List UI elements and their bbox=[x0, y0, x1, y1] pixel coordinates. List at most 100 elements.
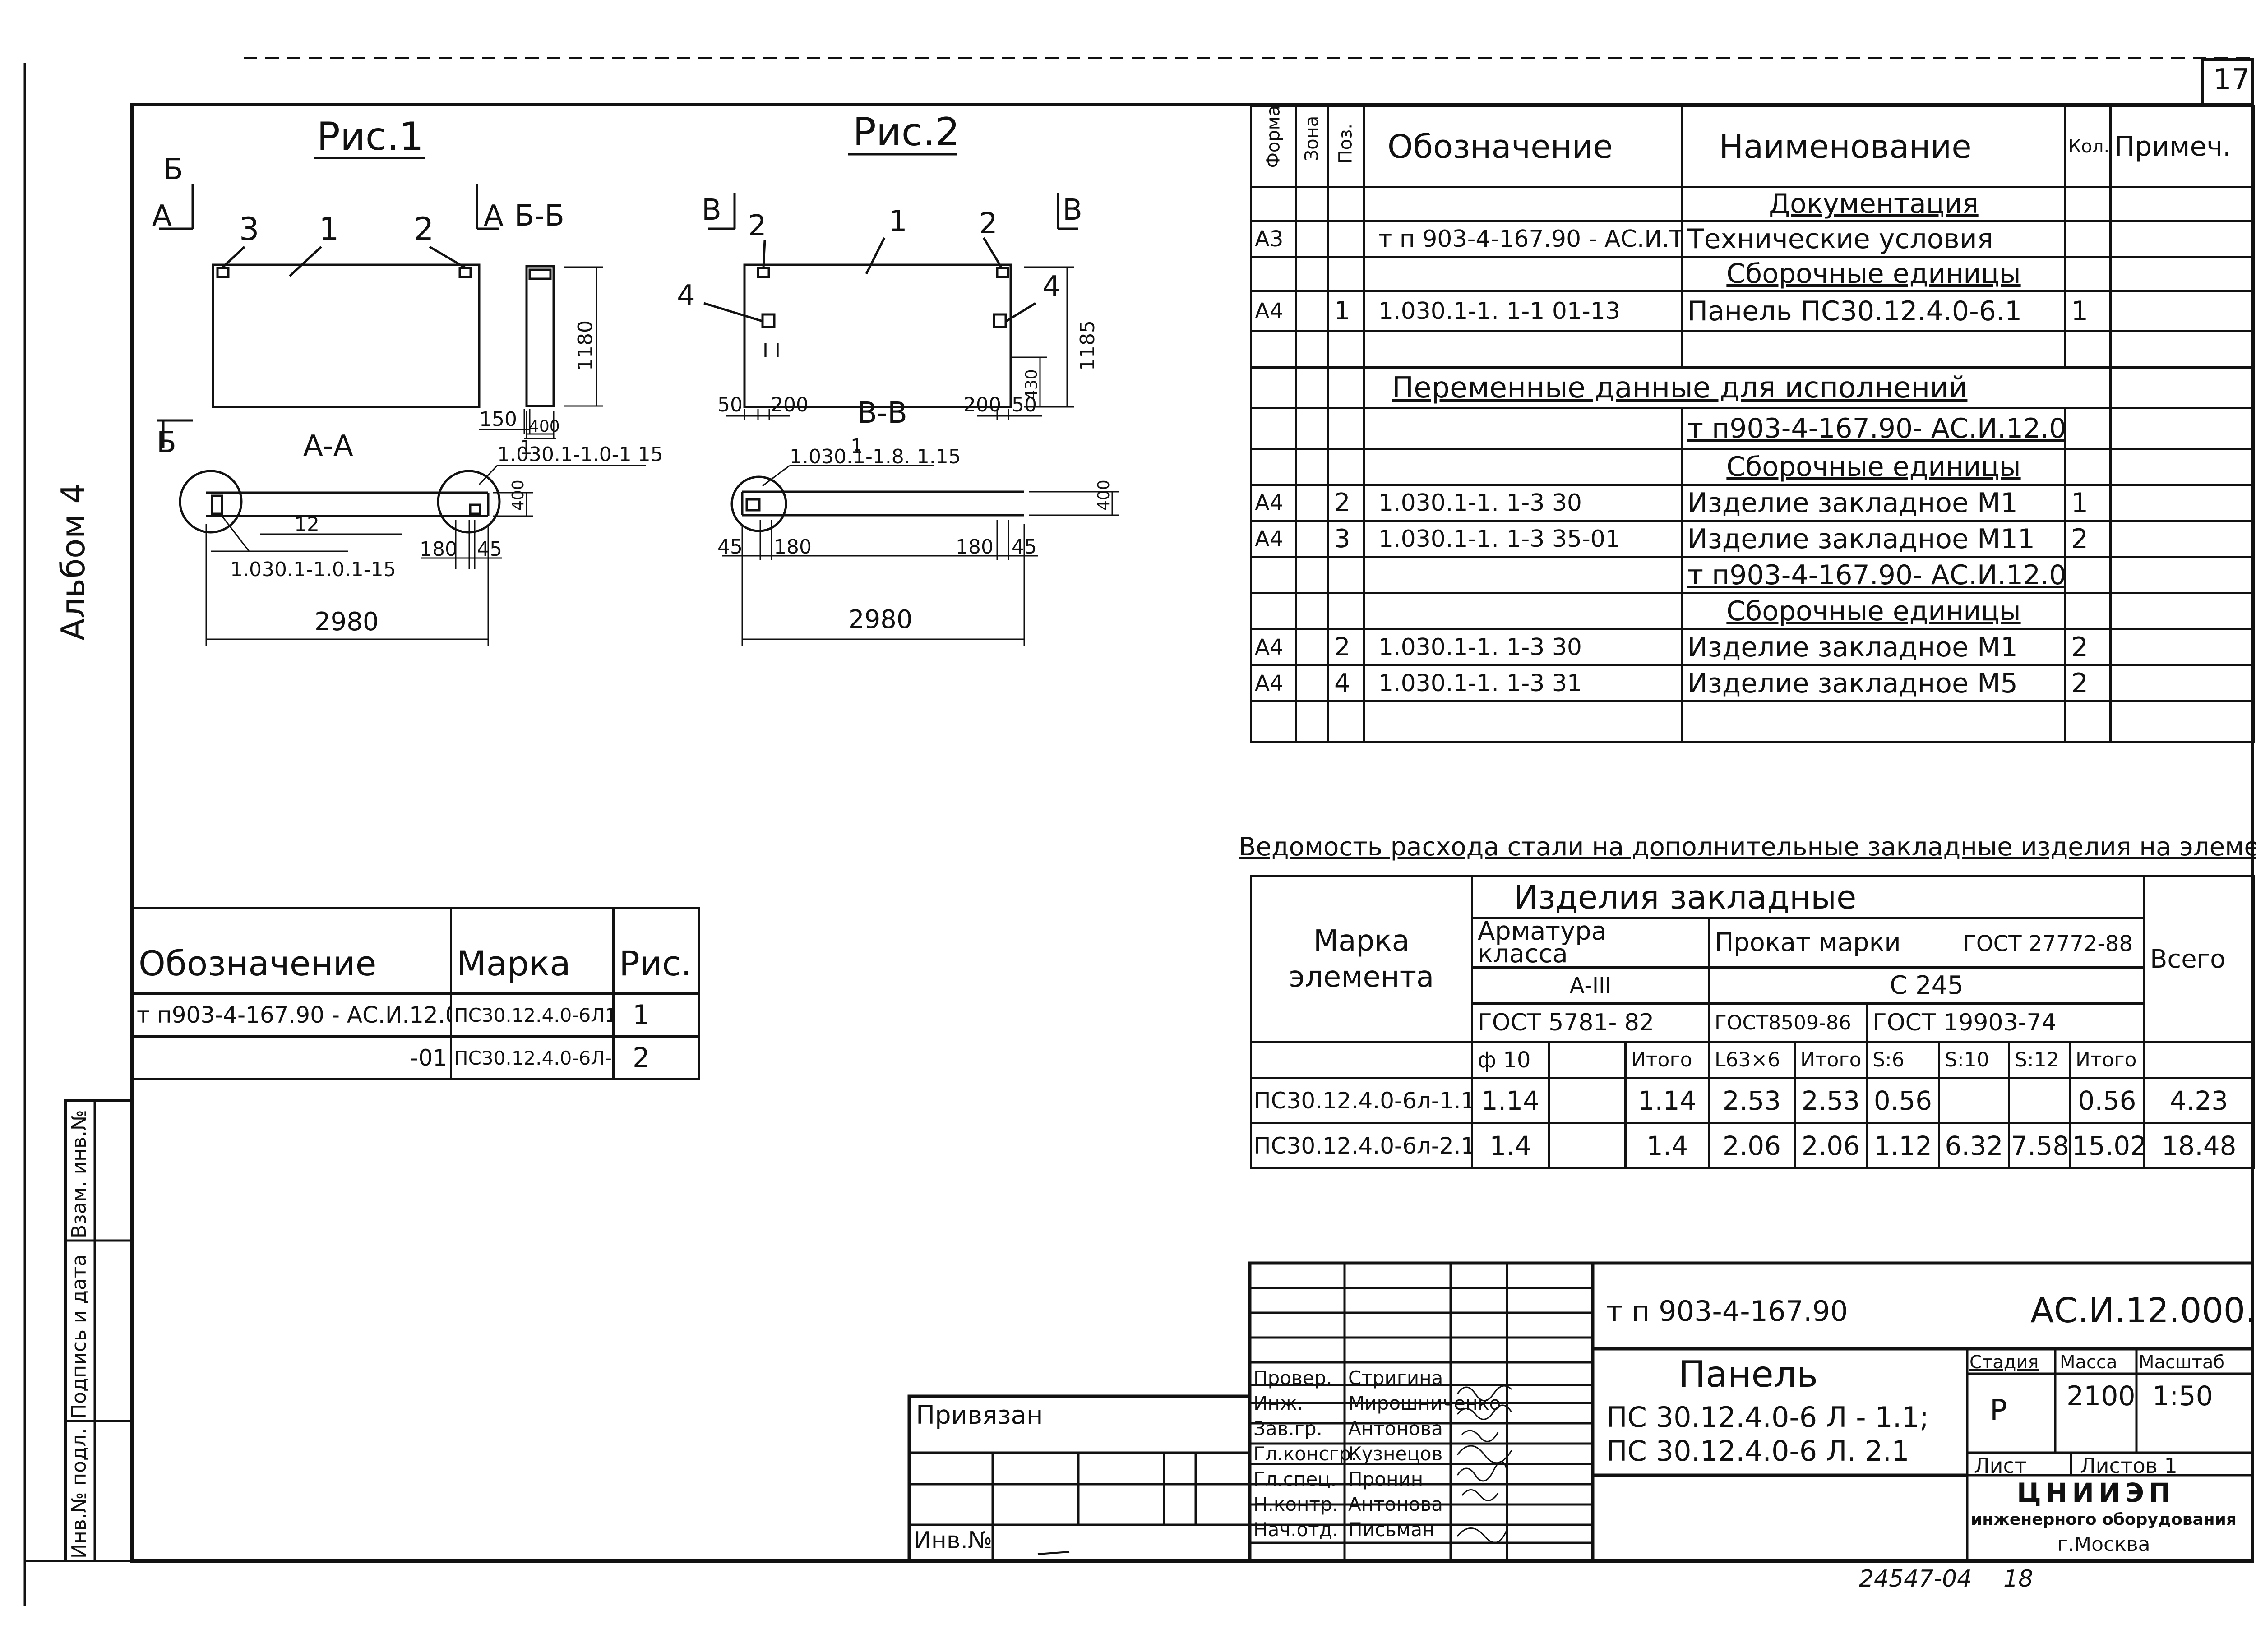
spec-header-designation: Обозначение bbox=[1363, 105, 1683, 188]
spec-cell-pos bbox=[1327, 700, 1365, 743]
steel-sub-s12: S:12 bbox=[2008, 1041, 2071, 1079]
spec-table: Формат Зона Поз. Обозначение Наименовани… bbox=[1250, 105, 2255, 743]
fig2-mark-ii: I I bbox=[763, 339, 781, 362]
title-bound: Привязан bbox=[916, 1401, 1043, 1430]
steel-cell-value: 18.48 bbox=[2143, 1122, 2255, 1169]
fig1-dim-400v: 400 bbox=[509, 480, 527, 511]
spec-cell-designation bbox=[1363, 700, 1683, 743]
spec-cell-qty bbox=[2064, 220, 2112, 258]
spec-cell-note bbox=[2109, 556, 2255, 594]
steel-cell-value: 1.4 bbox=[1624, 1122, 1710, 1169]
title-org3: г.Москва bbox=[2057, 1533, 2150, 1556]
spec-cell-pos bbox=[1327, 256, 1365, 292]
spec-cell-name: Изделие закладное М1 bbox=[1681, 628, 2066, 666]
spec-cell-zone bbox=[1295, 366, 1329, 409]
steel-title: Ведомость расхода стали на дополнительны… bbox=[1239, 832, 2256, 862]
steel-sub-total2: Итого bbox=[1794, 1041, 1868, 1079]
spec-cell-name bbox=[1681, 330, 2066, 369]
steel-cell-value: 4.23 bbox=[2143, 1077, 2255, 1124]
spec-cell-qty bbox=[2064, 407, 2112, 450]
fig1-section-a-left: А bbox=[152, 199, 172, 233]
mark-header-mark: Марка bbox=[450, 907, 615, 995]
title-stage: Р bbox=[1990, 1394, 2007, 1427]
steel-cell-value: 2.53 bbox=[1708, 1077, 1796, 1124]
staff-role: Нач.отд. bbox=[1253, 1518, 1339, 1541]
footer-code: 24547-04 bbox=[1859, 1565, 1972, 1592]
title-sheet-label: Лист bbox=[1974, 1454, 2027, 1478]
mark-row: т п903-4-167.90 - АС.И.12.000ПС30.12.4.0… bbox=[132, 992, 700, 1038]
fig2-dim-45a: 45 bbox=[717, 535, 743, 558]
spec-row bbox=[1250, 330, 2255, 369]
spec-cell-qty bbox=[2064, 330, 2112, 369]
fig1-dim-1180: 1180 bbox=[574, 320, 597, 371]
title-org2: инженерного оборудования bbox=[1971, 1510, 2237, 1529]
staff-name: Антонова bbox=[1348, 1417, 1443, 1440]
spec-cell-qty bbox=[2064, 256, 2112, 292]
spec-cell-format bbox=[1250, 186, 1297, 222]
spec-cell-designation bbox=[1363, 592, 1683, 630]
mark-cell-mark: ПС30.12.4.0-6Л-2.1 bbox=[450, 1035, 615, 1080]
steel-cell-value: 0.56 bbox=[1866, 1077, 1940, 1124]
spec-cell-name: Сборочные единицы bbox=[1681, 448, 2066, 486]
staff-name: Антонова bbox=[1348, 1493, 1443, 1515]
spec-cell-format bbox=[1250, 592, 1297, 630]
staff-name: Стригина bbox=[1348, 1367, 1443, 1389]
steel-sub-s6: S:6 bbox=[1866, 1041, 1940, 1079]
figure-2: Рис.2 2 1 2 4 4 В В I I 1185 430 50 200 … bbox=[677, 110, 1119, 646]
spec-cell-pos: 4 bbox=[1327, 664, 1365, 702]
fig2-callout-2a: 2 bbox=[748, 209, 767, 243]
staff-name: Письман bbox=[1348, 1518, 1435, 1541]
fig2-section-vv-title: В-В bbox=[857, 397, 907, 430]
spec-cell-format bbox=[1250, 700, 1297, 743]
title-mass-label: Масса bbox=[2060, 1352, 2117, 1373]
spec-row: Сборочные единицы bbox=[1250, 592, 2255, 630]
fig1-aa-ref-right: 1.030.1-1.0-1 15 bbox=[497, 443, 663, 466]
spec-cell-pos bbox=[1327, 366, 1365, 409]
mark-header-designation: Обозначение bbox=[132, 907, 452, 995]
spec-cell-note bbox=[2109, 330, 2255, 369]
steel-sub-f10: ф 10 bbox=[1471, 1041, 1550, 1079]
title-org1: ЦНИИЭП bbox=[2017, 1477, 2175, 1508]
spec-cell-format: А4 bbox=[1250, 290, 1297, 332]
steel-header-c245: С 245 bbox=[1708, 966, 2145, 1005]
spec-cell-name: Изделие закладное М5 bbox=[1681, 664, 2066, 702]
steel-table: Марка элемента Изделия закладные Всего А… bbox=[1250, 875, 2255, 1169]
spec-cell-designation: 1.030.1-1. 1-3 35-01 bbox=[1363, 520, 1683, 558]
spec-cell-note bbox=[2109, 520, 2255, 558]
steel-header-items: Изделия закладные bbox=[1471, 875, 2145, 919]
title-name-heading: Панель bbox=[1678, 1353, 1818, 1395]
title-project: т п 903-4-167.90 bbox=[1606, 1295, 1848, 1328]
title-inv: Инв.№ bbox=[914, 1527, 993, 1554]
fig1-dim-150: 150 bbox=[479, 408, 517, 431]
spec-cell-qty: 1 bbox=[2064, 290, 2112, 332]
spec-cell-format bbox=[1250, 448, 1297, 486]
spec-cell-pos bbox=[1327, 556, 1365, 594]
mark-cell-fig: 2 bbox=[612, 1035, 700, 1080]
spec-cell-format: А4 bbox=[1250, 484, 1297, 522]
steel-cell-value: 7.58 bbox=[2008, 1122, 2071, 1169]
spec-cell-zone bbox=[1295, 186, 1329, 222]
steel-cell-value: 15.02 bbox=[2069, 1122, 2145, 1169]
footer-num: 18 bbox=[2003, 1565, 2034, 1592]
fig2-section-v-right: В bbox=[1063, 194, 1082, 227]
spec-cell-note bbox=[2109, 448, 2255, 486]
spec-cell-note bbox=[2109, 220, 2255, 258]
spec-cell-qty: 2 bbox=[2064, 520, 2112, 558]
mark-cell-mark: ПС30.12.4.0-6Л1.1 bbox=[450, 992, 615, 1038]
fig1-section-bb-title: Б-Б bbox=[514, 199, 564, 233]
steel-header-gost8509: ГОСТ8509-86 bbox=[1708, 1002, 1868, 1043]
spec-cell-qty bbox=[2064, 556, 2112, 594]
title-scale: 1:50 bbox=[2152, 1380, 2213, 1412]
spec-cell-name bbox=[1681, 700, 2066, 743]
steel-cell-value: 2.06 bbox=[1708, 1122, 1796, 1169]
spec-cell-name: т п903-4-167.90- АС.И.12.000 bbox=[1681, 407, 2066, 450]
fig2-dim-180b: 180 bbox=[956, 535, 994, 558]
spec-cell-designation bbox=[1363, 448, 1683, 486]
fig2-section-v-left: В bbox=[702, 194, 721, 227]
mark-cell-designation: т п903-4-167.90 - АС.И.12.000 bbox=[132, 992, 452, 1038]
steel-cell-value: 2.06 bbox=[1794, 1122, 1868, 1169]
